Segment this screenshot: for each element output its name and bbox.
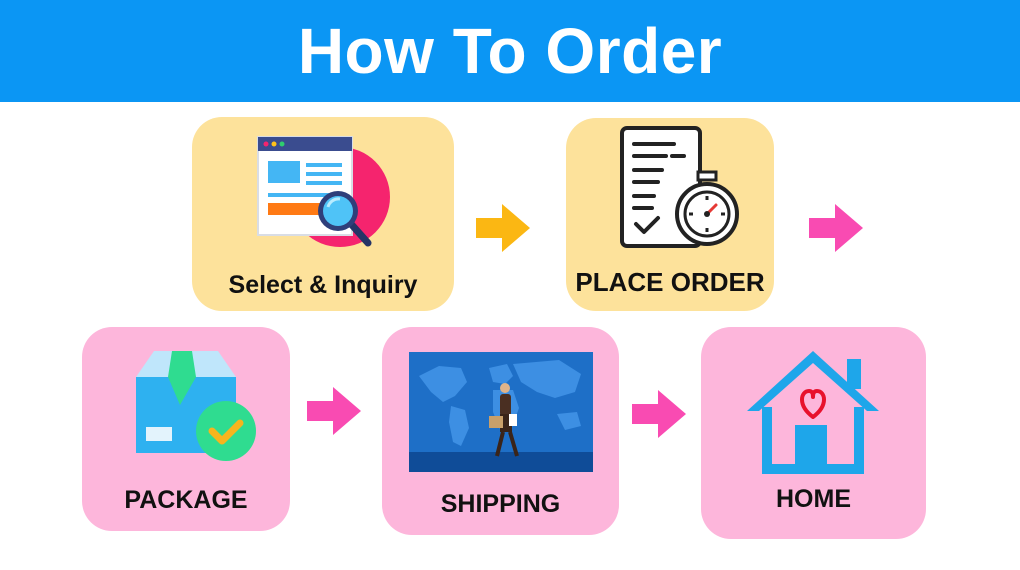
arrow-right-icon <box>476 204 530 252</box>
order-form-stopwatch-icon <box>620 126 739 248</box>
step-label: PLACE ORDER <box>575 267 765 297</box>
step-label: SHIPPING <box>440 490 561 518</box>
world-map-courier-icon <box>409 352 593 472</box>
package-check-icon <box>136 351 256 461</box>
step-select-inquiry: Select & Inquiry <box>192 117 454 311</box>
step-home: HOME <box>701 327 926 539</box>
step-shipping: SHIPPING <box>382 327 619 535</box>
page-title: How To Order <box>297 15 723 87</box>
arrow-right-icon <box>809 204 863 252</box>
step-label: PACKAGE <box>124 486 248 514</box>
step-place-order: PLACE ORDER <box>566 118 774 311</box>
step-label: HOME <box>776 485 851 513</box>
home-heart-icon <box>747 351 879 474</box>
step-label: Select & Inquiry <box>228 271 418 299</box>
arrow-right-icon <box>307 387 361 435</box>
web-search-icon <box>257 136 390 247</box>
arrow-right-icon <box>632 390 686 438</box>
step-package: PACKAGE <box>82 327 290 531</box>
title-banner: How To Order <box>0 0 1020 102</box>
